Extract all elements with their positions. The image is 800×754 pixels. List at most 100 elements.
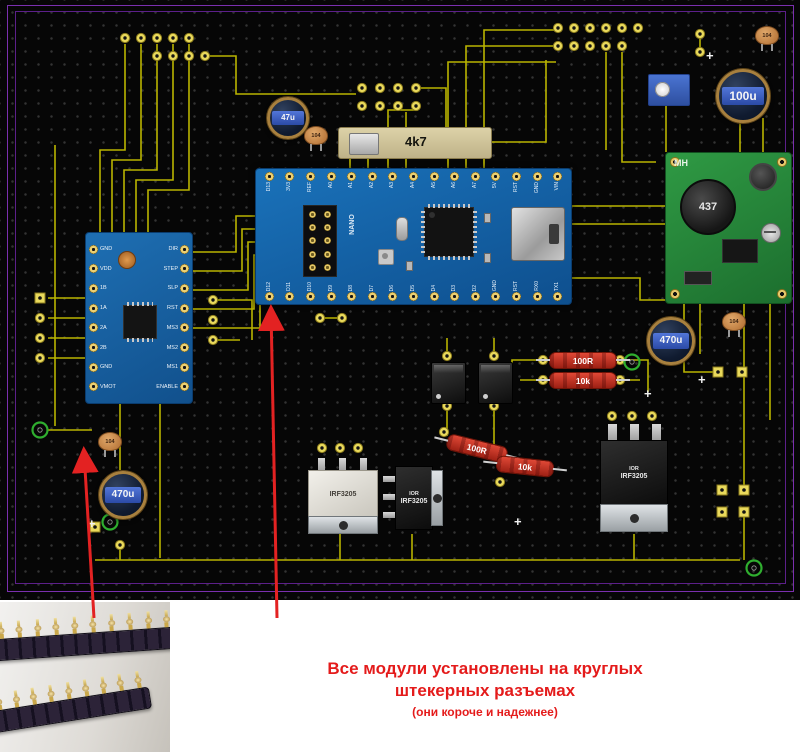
- header-pin: [323, 237, 331, 245]
- trace-network: [48, 29, 771, 561]
- pin-pad: [388, 292, 398, 301]
- buck-converter-module: MH 437: [665, 152, 792, 304]
- pin-pad: [180, 283, 189, 293]
- crystal-oscillator: [396, 217, 408, 241]
- nano-pin: GND: [486, 280, 507, 301]
- copper-traces-and-pads: [31, 22, 771, 577]
- mount-hole: [777, 157, 787, 167]
- resistor-value: 100R: [572, 355, 594, 366]
- pin-label: VDD: [100, 265, 112, 272]
- pin-label: MS2: [166, 344, 178, 351]
- buck-capacitor: [749, 163, 777, 191]
- pin-pad: [264, 172, 274, 181]
- pin-label: DIR: [168, 246, 178, 252]
- pcb-canvas: D13 3V3 REF A0 A1 A2: [0, 0, 800, 600]
- pin-pad: [180, 362, 189, 372]
- driver-pin: 1B: [89, 280, 116, 296]
- polarity-plus-mark: +: [88, 516, 96, 531]
- mosfet-leg: [383, 512, 397, 518]
- pin-label: D4: [430, 284, 437, 291]
- pin-pad: [408, 292, 418, 301]
- pin-pad: [367, 292, 377, 301]
- cap-value: 470u: [659, 335, 683, 347]
- pin-pad: [532, 292, 542, 301]
- pin-pad: [180, 303, 189, 313]
- driver-pin: VMOT: [89, 379, 116, 395]
- mosfet-tab: [308, 516, 378, 534]
- round-pin: [162, 610, 170, 628]
- header-pin: [323, 250, 331, 258]
- pin-label: A3: [389, 182, 396, 189]
- mosfet-leg: [360, 458, 367, 472]
- pin-pad: [180, 323, 189, 333]
- pin-label: D8: [348, 284, 355, 291]
- pin-label: A2: [368, 182, 375, 189]
- pin-pad: [89, 264, 98, 274]
- chip-pins-right: [473, 211, 477, 253]
- pin-label: REF: [306, 182, 313, 192]
- cap-label-band: 470u: [104, 487, 142, 503]
- optocoupler: [431, 362, 466, 404]
- nano-pin: A2: [362, 172, 383, 193]
- resistor-value: 100R: [465, 441, 489, 456]
- round-pin: [46, 684, 56, 703]
- pin-label: MS3: [166, 324, 178, 331]
- nano-pin: VIN: [547, 172, 568, 193]
- round-pin: [107, 614, 116, 632]
- buck-trimpot: [761, 223, 781, 243]
- pin-pad: [89, 343, 98, 353]
- round-pin: [81, 679, 91, 697]
- cap-label-band: 100u: [721, 86, 765, 106]
- pin-label: VIN: [554, 182, 561, 191]
- pin-pad: [408, 172, 418, 181]
- smd-part: [484, 213, 491, 223]
- pin-pad: [347, 292, 357, 301]
- pin-pad: [429, 292, 439, 301]
- nano-pin: D11: [280, 280, 301, 301]
- header-pin: [323, 210, 331, 218]
- cap-value: 100u: [729, 88, 757, 103]
- pin-pad: [491, 172, 501, 181]
- ceramic-capacitor-104: 104: [755, 26, 779, 51]
- chip-pins-left: [421, 211, 425, 253]
- driver-left-pins: GND VDD 1B 1A 2A 2B: [89, 241, 116, 395]
- pin-pad: [388, 172, 398, 181]
- pin-label: D2: [471, 284, 478, 291]
- header-pin: [323, 224, 331, 232]
- round-pin: [0, 693, 3, 711]
- nano-pin: D2: [465, 280, 486, 301]
- capacitor-470u-left: 470u: [99, 471, 147, 519]
- pin-pad: [264, 292, 274, 301]
- header-pin: [309, 237, 317, 245]
- nano-pin: REF: [300, 172, 321, 193]
- pin-pad: [89, 362, 98, 372]
- pin-pad: [89, 323, 98, 333]
- nano-pin: D12: [259, 280, 280, 301]
- pin-label: 3V3: [286, 182, 293, 191]
- nano-pin: D7: [362, 280, 383, 301]
- header-pin: [309, 224, 317, 232]
- pin-pad: [89, 382, 98, 392]
- nano-pin: D4: [424, 280, 445, 301]
- mosfet-irf3205-middle: IOR IRF3205: [383, 466, 443, 530]
- mosfet-tab: [431, 470, 443, 526]
- pin-label: TX1: [554, 281, 561, 291]
- nano-top-pin-row: D13 3V3 REF A0 A1 A2: [259, 172, 568, 193]
- pin-label: RST: [167, 305, 178, 312]
- resistor-100r: 100R: [536, 352, 630, 369]
- mosfet-body: IOR IRF3205: [395, 466, 433, 530]
- mosfet-irf3205-left: IRF3205: [308, 458, 378, 534]
- ceramic-capacitor-104: 104: [98, 432, 122, 457]
- mosfet-leg: [383, 494, 397, 500]
- pin-label: STEP: [163, 265, 178, 272]
- mount-hole: [670, 289, 680, 299]
- driver-pin: ENABLE: [156, 379, 189, 395]
- pin-label: MS1: [166, 364, 178, 371]
- round-pin-headers-photo: [0, 602, 170, 752]
- potentiometer-4k7: 4k7: [338, 127, 492, 159]
- pin-pad: [285, 292, 295, 301]
- chip-pins-bottom: [428, 256, 470, 260]
- pin-label: GND: [100, 246, 113, 252]
- nano-pin: 3V3: [280, 172, 301, 193]
- cap-code: 104: [311, 132, 321, 139]
